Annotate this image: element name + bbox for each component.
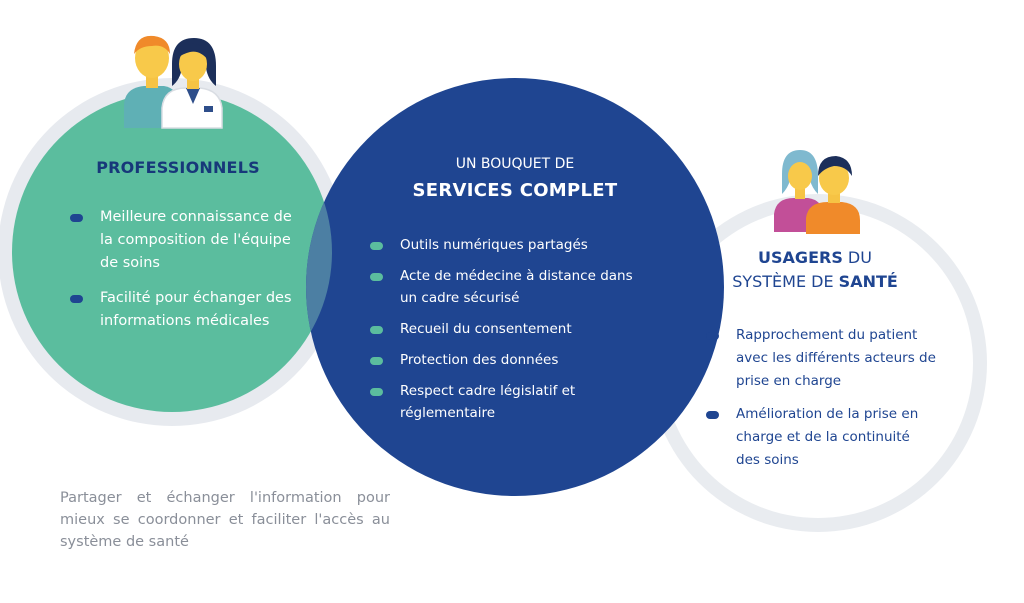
bullet-icon <box>706 332 719 340</box>
bullet-icon <box>70 214 83 222</box>
users-people-icon <box>774 150 860 234</box>
list-item: Outils numériques partagés <box>370 234 640 256</box>
list-item-text: Facilité pour échanger des informations … <box>100 290 292 329</box>
list-item: Respect cadre législatif et réglementair… <box>370 380 640 424</box>
users-title: USAGERS DU <box>690 248 940 267</box>
bullet-icon <box>370 242 383 250</box>
bullet-icon <box>70 295 83 303</box>
users-line2-bold: SANTÉ <box>838 272 898 291</box>
bullet-icon <box>706 411 719 419</box>
list-item-text: Rapprochement du patient avec les différ… <box>736 327 936 389</box>
users-list: Rapprochement du patient avec les différ… <box>706 324 936 482</box>
list-item-text: Meilleure connaissance de la composition… <box>100 209 292 271</box>
professionals-list: Meilleure connaissance de la composition… <box>70 206 300 345</box>
bullet-icon <box>370 273 383 281</box>
professionals-circle <box>12 92 332 412</box>
healthcare-workers-icon <box>124 35 223 129</box>
list-item: Recueil du consentement <box>370 318 640 340</box>
services-list: Outils numériques partagés Acte de médec… <box>370 234 640 433</box>
list-item-text: Protection des données <box>400 352 559 368</box>
users-title-line2: SYSTÈME DE SANTÉ <box>690 272 940 291</box>
professionals-title: PROFESSIONNELS <box>96 158 260 177</box>
bullet-icon <box>370 326 383 334</box>
list-item: Acte de médecine à distance dans un cadr… <box>370 265 640 309</box>
bullet-icon <box>370 388 383 396</box>
services-circle <box>306 78 724 496</box>
list-item-text: Acte de médecine à distance dans un cadr… <box>400 268 633 306</box>
list-item: Meilleure connaissance de la composition… <box>70 206 300 275</box>
list-item-text: Outils numériques partagés <box>400 237 588 253</box>
users-title-rest: DU <box>842 248 872 267</box>
bullet-icon <box>370 357 383 365</box>
list-item: Amélioration de la prise en charge et de… <box>706 403 936 472</box>
list-item-text: Recueil du consentement <box>400 321 572 337</box>
list-item: Rapprochement du patient avec les différ… <box>706 324 936 393</box>
list-item-text: Amélioration de la prise en charge et de… <box>736 406 919 468</box>
users-title-bold: USAGERS <box>758 248 843 267</box>
services-subtitle: UN BOUQUET DE <box>455 156 575 172</box>
list-item: Protection des données <box>370 349 640 371</box>
caption-text: Partager et échanger l'information pour … <box>60 490 390 550</box>
list-item: Facilité pour échanger des informations … <box>70 287 300 333</box>
services-title: SERVICES COMPLET <box>412 180 618 201</box>
list-item-text: Respect cadre législatif et réglementair… <box>400 383 576 421</box>
users-line2-rest: SYSTÈME DE <box>732 272 839 291</box>
